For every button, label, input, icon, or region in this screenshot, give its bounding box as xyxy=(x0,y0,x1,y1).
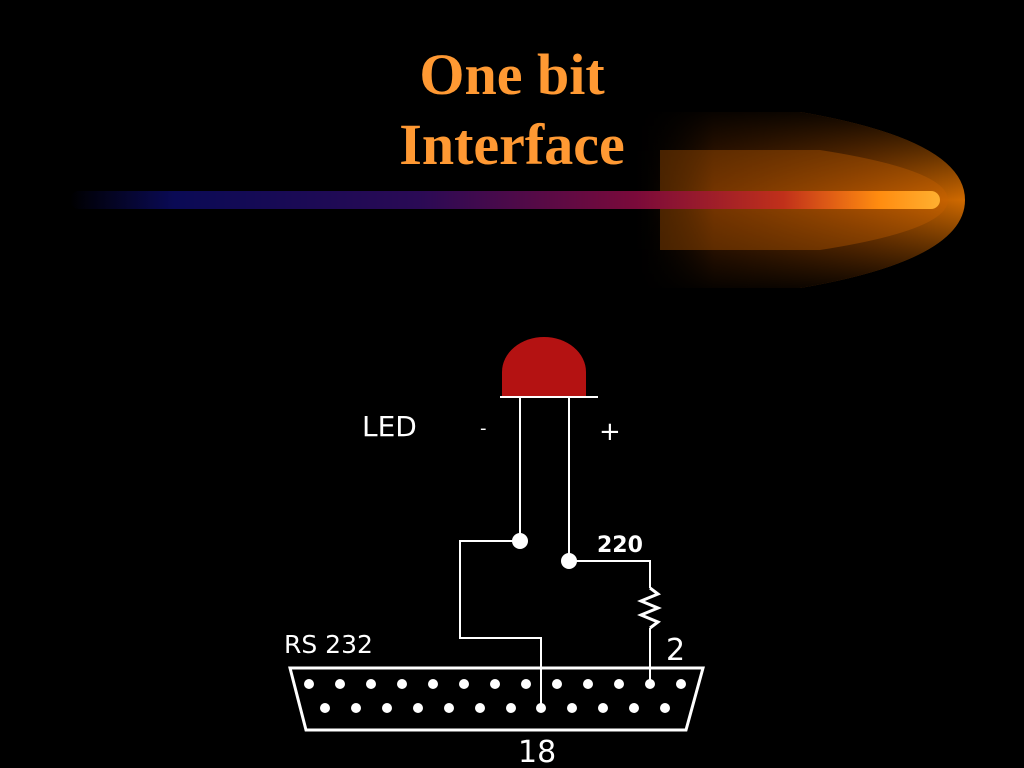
resistor-value-label: 220 xyxy=(597,533,643,558)
minus-label: - xyxy=(480,418,487,439)
pin-18-label: 18 xyxy=(518,735,556,768)
title-line-2: Interface xyxy=(399,112,625,177)
led-label: LED xyxy=(362,410,417,443)
title-line-1: One bit xyxy=(419,42,605,107)
connector-label: RS 232 xyxy=(284,630,373,659)
wire-signal xyxy=(569,560,651,588)
pin-2-label: 2 xyxy=(666,633,685,668)
db25-connector xyxy=(288,666,705,732)
decorative-comet xyxy=(70,112,965,288)
connector-pins xyxy=(304,679,686,713)
plus-label: + xyxy=(599,417,621,447)
resistor-icon xyxy=(637,586,662,630)
wire-ground xyxy=(459,540,542,708)
slide-title: One bit Interface xyxy=(0,40,1024,180)
led-icon xyxy=(502,337,586,397)
